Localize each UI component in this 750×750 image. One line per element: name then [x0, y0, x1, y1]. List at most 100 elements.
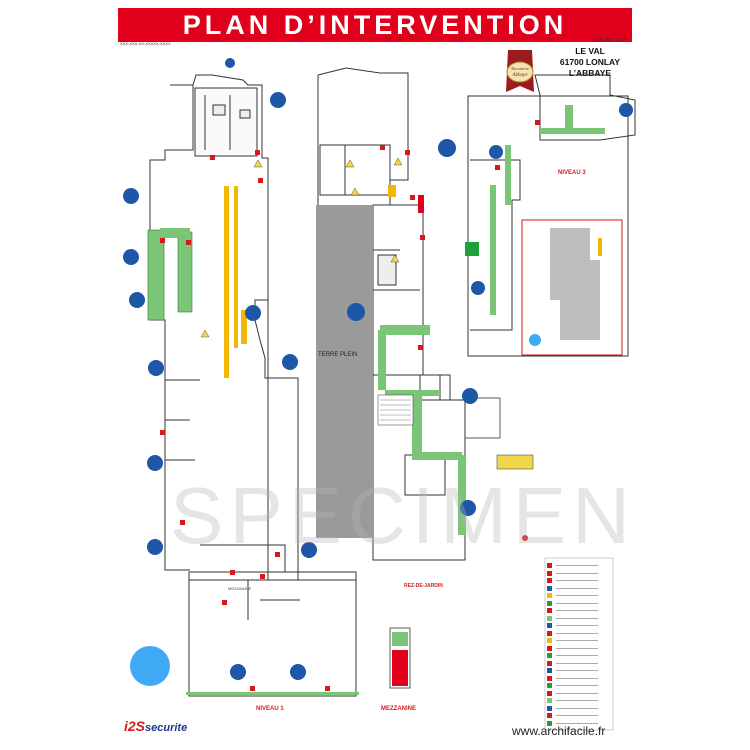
logo-brand-a: i2S — [124, 718, 146, 734]
legend-row — [547, 667, 611, 675]
legend-row — [547, 570, 611, 578]
blue-marker — [147, 455, 163, 471]
legend-swatch — [547, 593, 552, 599]
legend-row — [547, 637, 611, 645]
evacuation-corridor-niveau3-3 — [505, 145, 511, 205]
blue-marker — [460, 500, 476, 516]
legend-swatch — [547, 720, 552, 726]
legend-swatch — [547, 563, 552, 569]
legend-text-line — [556, 707, 598, 709]
assembly-point-circle-small — [529, 334, 541, 346]
grey-building-niveau3 — [550, 228, 600, 340]
legend-swatch — [547, 608, 552, 614]
svg-text:Abbaye: Abbaye — [512, 73, 529, 78]
legend-text-line — [556, 640, 598, 642]
legend-swatch — [547, 660, 552, 666]
blue-marker — [290, 664, 306, 680]
evacuation-corridor-central-5 — [412, 452, 462, 460]
blue-marker — [301, 542, 317, 558]
blue-marker — [619, 103, 633, 117]
legend-row — [547, 660, 611, 668]
legend-swatch — [547, 698, 552, 704]
legend-row — [547, 712, 611, 720]
legend-row — [547, 607, 611, 615]
legend-text-line — [556, 715, 598, 717]
evacuation-corridor-central-2 — [378, 330, 386, 390]
zone-label-niveau1: NIVEAU 1 — [256, 706, 284, 712]
central-building — [317, 67, 466, 561]
legend-row — [547, 645, 611, 653]
document-reference: XXX-XXX-XX-XXXXX-XXXX — [120, 41, 171, 46]
blue-marker — [147, 539, 163, 555]
svg-text:Biscuiterie: Biscuiterie — [511, 66, 529, 71]
legend-swatch — [547, 570, 552, 576]
legend-text-line — [556, 700, 598, 702]
footer-url: www.archifacile.fr — [512, 724, 606, 738]
legend-row — [547, 577, 611, 585]
blue-marker — [230, 664, 246, 680]
storage-rack-yellow-2 — [234, 186, 238, 348]
zone-label-rez-de-jardin: REZ-DE-JARDIN — [404, 583, 443, 589]
legend-row — [547, 592, 611, 600]
extinguisher-markers — [160, 120, 540, 691]
legend-text-line — [556, 572, 598, 574]
legend-swatch — [547, 578, 552, 584]
legend-text-line — [556, 632, 598, 634]
legend-row — [547, 600, 611, 608]
legend-swatch — [547, 713, 552, 719]
blue-marker-group — [123, 58, 633, 680]
legend-swatch — [547, 585, 552, 591]
legend-text-line — [556, 722, 598, 724]
zone-label-niveau3: NIVEAU 3 — [558, 170, 586, 176]
legend-text-line — [556, 692, 598, 694]
legend-text-line — [556, 610, 598, 612]
legend-text-line — [556, 662, 598, 664]
site-name-line2: 61700 LONLAY L’ABBAYE — [559, 57, 621, 78]
blue-marker — [270, 92, 286, 108]
storage-rack-yellow-3 — [241, 310, 247, 344]
legend-text-line — [556, 602, 598, 604]
emergency-exit-sign — [465, 242, 479, 256]
site-address: LE VAL 61700 LONLAY L’ABBAYE — [540, 46, 640, 79]
legend-row — [547, 652, 611, 660]
legend-swatch — [547, 615, 552, 621]
zone-label-terre-plein: TERRE PLEIN — [318, 352, 358, 358]
legend-swatch — [547, 675, 552, 681]
blue-marker — [438, 139, 456, 157]
legend-row — [547, 622, 611, 630]
legend-row — [547, 630, 611, 638]
site-name-line1: LE VAL — [575, 46, 605, 56]
evacuation-corridor-left — [147, 229, 165, 321]
evacuation-corridor-central-4 — [412, 395, 422, 455]
plan-reference: 118 ou 112 — [592, 37, 626, 44]
legend-row — [547, 690, 611, 698]
blue-marker — [123, 249, 139, 265]
evacuation-corridor-niveau3-1 — [540, 128, 605, 134]
legend-swatch — [547, 668, 552, 674]
evacuation-corridor-niveau3-4 — [490, 185, 496, 315]
legend-text-line — [556, 647, 598, 649]
legend-text-line — [556, 595, 598, 597]
legend-text-line — [556, 565, 598, 567]
blue-marker — [123, 188, 139, 204]
gas-tank-yellow — [496, 454, 534, 470]
evacuation-corridor-niveau1 — [186, 692, 359, 695]
blue-marker — [282, 354, 298, 370]
legend-text-line — [556, 655, 598, 657]
legend-swatch — [547, 653, 552, 659]
legend-text-line — [556, 670, 598, 672]
legend-swatch — [547, 638, 552, 644]
legend-text-line — [556, 580, 598, 582]
left-building — [149, 74, 299, 581]
legend-row — [547, 675, 611, 683]
assembly-point-dot — [522, 535, 528, 541]
legend-row — [547, 562, 611, 570]
terre-plein-zone — [316, 205, 372, 538]
legend-swatch — [547, 683, 552, 689]
evacuation-corridor-left-3 — [160, 228, 190, 238]
legend-text-line — [556, 617, 598, 619]
hazard-zone-frame — [521, 219, 623, 356]
legend-text-line — [556, 625, 598, 627]
legend-swatch — [547, 690, 552, 696]
zone-label-mezzanine: MEZZANINE — [381, 706, 416, 712]
